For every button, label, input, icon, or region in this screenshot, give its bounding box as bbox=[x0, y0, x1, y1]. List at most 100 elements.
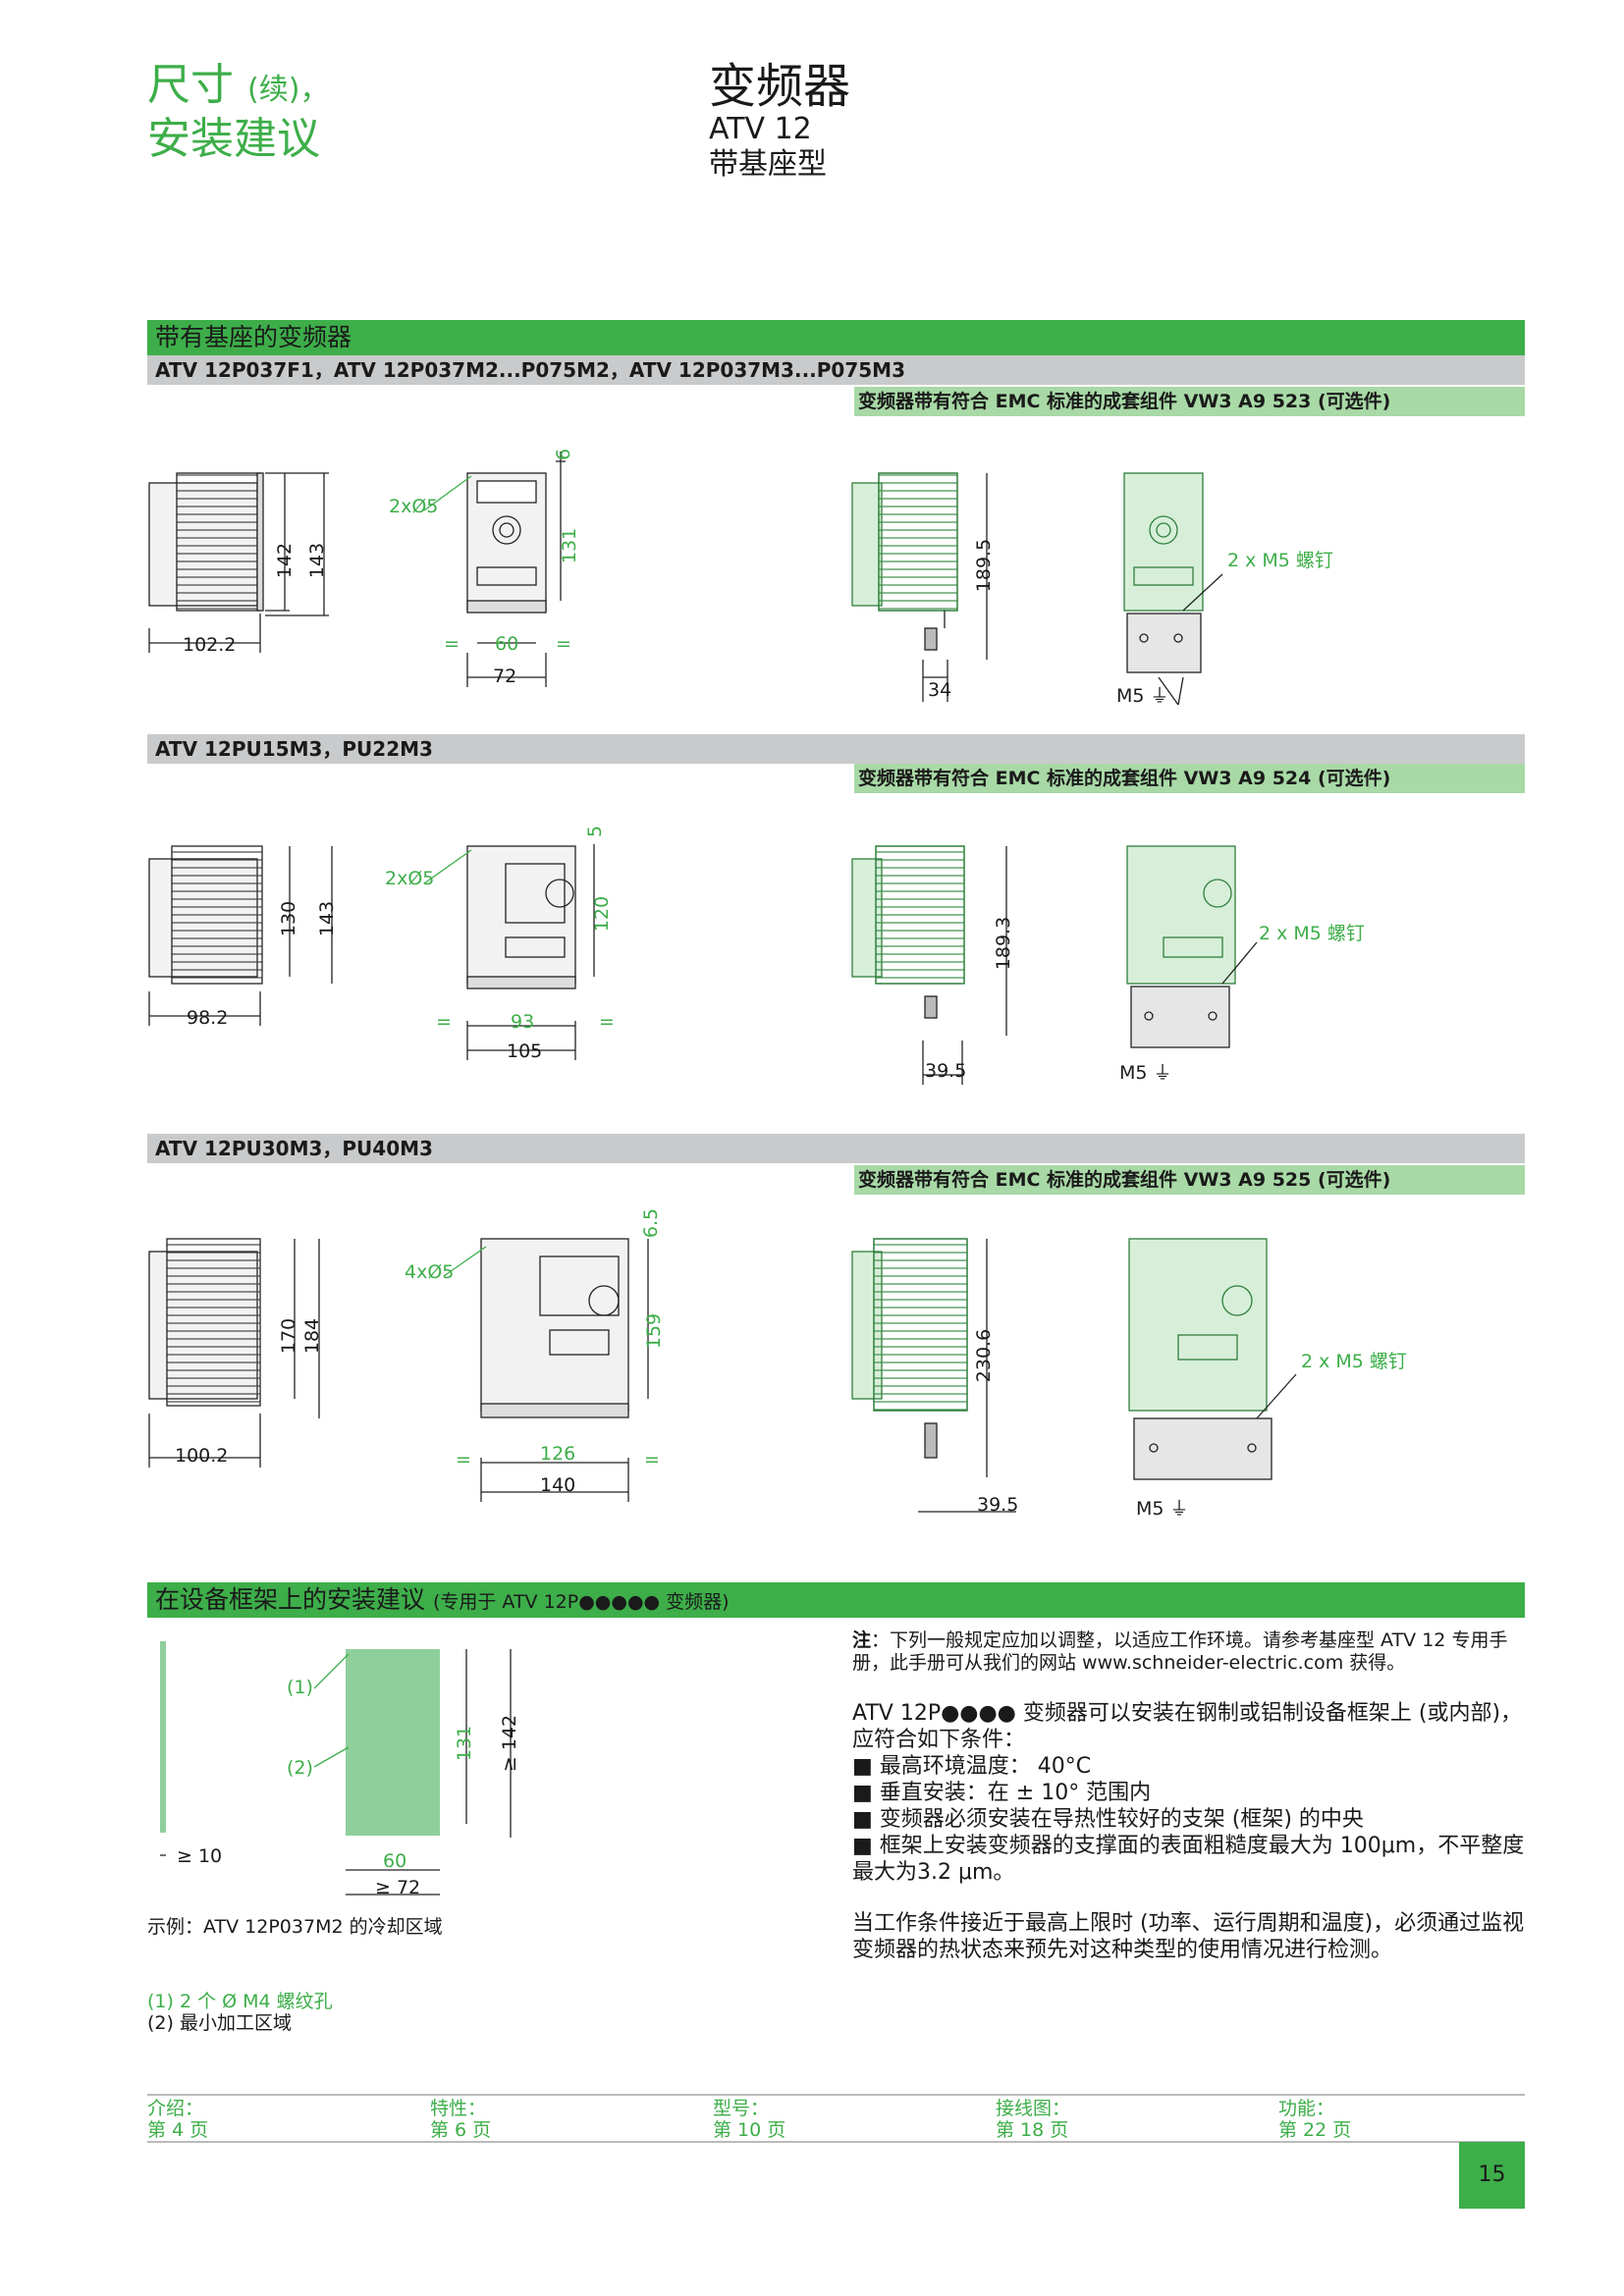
row3-height1: 170 bbox=[278, 1317, 300, 1355]
row1-emc-height: 189.5 bbox=[973, 538, 996, 593]
closing-paragraph: 当工作条件接近于最高上限时 (功率、运行周期和温度)，必须通过监视变频器的热状态… bbox=[852, 1911, 1525, 1962]
row3-width2: 140 bbox=[540, 1474, 576, 1496]
row2-emc-front bbox=[1126, 845, 1258, 1048]
row2-emc-width: 39.5 bbox=[925, 1060, 967, 1082]
row3-width1: 126 bbox=[540, 1443, 576, 1465]
gap-dimension: ≥ 10 bbox=[177, 1845, 223, 1867]
fig-width1: 60 bbox=[383, 1850, 407, 1872]
row3-side-view bbox=[148, 1238, 320, 1468]
row1-eq-left: = bbox=[444, 633, 460, 655]
heading-dims: 尺寸 bbox=[147, 60, 234, 110]
row1-width2: 72 bbox=[493, 666, 517, 687]
condition-item: ■ 垂直安装：在 ± 10° 范围内 bbox=[852, 1781, 1152, 1805]
row2-front-view bbox=[423, 844, 595, 1060]
callout-2: (2) bbox=[287, 1757, 313, 1779]
fig-width2: ≥ 72 bbox=[375, 1877, 421, 1898]
row2-height3: 120 bbox=[591, 895, 614, 933]
row3-emc-width: 39.5 bbox=[977, 1494, 1019, 1516]
row3-screw-label: 2 x M5 螺钉 bbox=[1301, 1351, 1407, 1372]
row3-holes: 4xØ5 bbox=[405, 1261, 455, 1283]
footer-label: 功能： bbox=[1278, 2098, 1335, 2119]
row3-models-bar: ATV 12PU30M3，PU40M3 bbox=[147, 1134, 1525, 1163]
figure-caption: 示例：ATV 12P037M2 的冷却区域 bbox=[147, 1916, 443, 1938]
row2-m5-label: M5 ⏚ bbox=[1119, 1062, 1172, 1084]
note-paragraph: 注：下列一般规定应加以调整，以适应工作环境。请参考基座型 ATV 12 专用手册… bbox=[852, 1629, 1520, 1675]
footer-label: 介绍： bbox=[147, 2098, 204, 2119]
row1-width1: 60 bbox=[495, 633, 519, 655]
footer-link-features[interactable]: 特性： 第 6 页 bbox=[430, 2098, 491, 2141]
cooling-zone-figure bbox=[160, 1641, 512, 1896]
note-text: ：下列一般规定应加以调整，以适应工作环境。请参考基座型 ATV 12 专用手册，… bbox=[852, 1629, 1508, 1674]
condition-item: ■ 框架上安装变频器的支撑面的表面粗糙度最大为 100μm，不平整度最大为3.2… bbox=[852, 1834, 1525, 1885]
footer-link-wiring[interactable]: 接线图： 第 18 页 bbox=[996, 2098, 1070, 2141]
row2-eq-right: = bbox=[599, 1011, 615, 1033]
row1-kit-bar: 变频器带有符合 EMC 标准的成套组件 VW3 A9 523 (可选件) bbox=[854, 387, 1525, 416]
section2-title: 在设备框架上的安装建议 bbox=[155, 1585, 426, 1614]
footer-page: 第 4 页 bbox=[147, 2119, 209, 2141]
row3-side-width: 100.2 bbox=[175, 1445, 229, 1467]
row1-m5-label: M5 ⏚ bbox=[1116, 685, 1169, 707]
footer-page: 第 22 页 bbox=[1278, 2119, 1352, 2141]
row2-height1: 130 bbox=[278, 900, 300, 937]
footer-link-functions[interactable]: 功能： 第 22 页 bbox=[1278, 2098, 1351, 2141]
product-heading: 变频器 ATV 12 带基座型 bbox=[709, 61, 850, 183]
row2-top-gap: 5 bbox=[584, 825, 607, 838]
row1-height1: 142 bbox=[274, 542, 297, 579]
row2-screw-label: 2 x M5 螺钉 bbox=[1259, 923, 1365, 944]
footer-page: 第 6 页 bbox=[430, 2119, 492, 2141]
condition-list: ■ 最高环境温度： 40°C ■ 垂直安装：在 ± 10° 范围内 ■ 变频器必… bbox=[852, 1753, 1525, 1886]
footer-label: 接线图： bbox=[996, 2098, 1071, 2119]
row3-eq-left: = bbox=[456, 1449, 471, 1470]
row1-front-view bbox=[423, 452, 566, 687]
row2-width2: 105 bbox=[507, 1041, 543, 1062]
footnote-2: (2) 最小加工区域 bbox=[147, 2012, 292, 2034]
row1-screw-label: 2 x M5 螺钉 bbox=[1227, 550, 1333, 571]
product-model: ATV 12 bbox=[709, 112, 812, 146]
page-number: 15 bbox=[1478, 2163, 1506, 2187]
page-number-box: 15 bbox=[1459, 2142, 1525, 2209]
section-heading-left: 尺寸 (续)， 安装建议 bbox=[147, 61, 329, 164]
condition-item: ■ 变频器必须安装在导热性较好的支架 (框架) 的中央 bbox=[852, 1807, 1364, 1832]
row3-emc-height: 230.6 bbox=[973, 1328, 996, 1383]
fig-height2: ≥ 142 bbox=[499, 1714, 521, 1773]
row2-models-bar: ATV 12PU15M3，PU22M3 bbox=[147, 734, 1525, 764]
row2-emc-height: 189.3 bbox=[993, 916, 1015, 971]
heading-cont: (续)， bbox=[247, 73, 330, 107]
section2-title-small: (专用于 ATV 12P●●●●● 变频器) bbox=[432, 1591, 730, 1613]
row2-holes: 2xØ5 bbox=[385, 868, 435, 889]
section1-title-bar: 带有基座的变频器 bbox=[147, 320, 1525, 355]
row1-eq-right: = bbox=[556, 633, 571, 655]
footer-page: 第 10 页 bbox=[713, 2119, 786, 2141]
row1-emc-width: 34 bbox=[928, 679, 952, 701]
row1-top-gap: 6 bbox=[553, 448, 575, 461]
footer-label: 型号： bbox=[713, 2098, 770, 2119]
row1-height3: 131 bbox=[559, 527, 581, 564]
intro-paragraph: ATV 12P●●●● 变频器可以安装在钢制或铝制设备框架上 (或内部)，应符合… bbox=[852, 1701, 1523, 1752]
row1-models-bar: ATV 12P037F1，ATV 12P037M2...P075M2，ATV 1… bbox=[147, 355, 1525, 385]
row2-height2: 143 bbox=[316, 900, 339, 937]
row3-top-gap: 6.5 bbox=[640, 1207, 663, 1239]
callout-1: (1) bbox=[287, 1677, 313, 1698]
note-label: 注 bbox=[852, 1629, 872, 1651]
footer-link-models[interactable]: 型号： 第 10 页 bbox=[713, 2098, 785, 2141]
row3-eq-right: = bbox=[644, 1449, 660, 1470]
footer-label: 特性： bbox=[430, 2098, 487, 2119]
row2-emc-side bbox=[851, 845, 1007, 1085]
footer-page: 第 18 页 bbox=[996, 2119, 1069, 2141]
row3-kit-bar: 变频器带有符合 EMC 标准的成套组件 VW3 A9 525 (可选件) bbox=[854, 1165, 1525, 1195]
section2-title-bar: 在设备框架上的安装建议 (专用于 ATV 12P●●●●● 变频器) bbox=[147, 1582, 1525, 1618]
row3-height3: 159 bbox=[643, 1312, 666, 1350]
row2-width1: 93 bbox=[511, 1011, 535, 1033]
row1-emc-side bbox=[851, 472, 988, 702]
heading-install: 安装建议 bbox=[147, 114, 320, 164]
row2-kit-bar: 变频器带有符合 EMC 标准的成套组件 VW3 A9 524 (可选件) bbox=[854, 764, 1525, 793]
row2-side-width: 98.2 bbox=[187, 1007, 229, 1029]
footnote-1: (1) 2 个 Ø M4 螺纹孔 bbox=[147, 1991, 333, 2012]
footer-link-intro[interactable]: 介绍： 第 4 页 bbox=[147, 2098, 208, 2141]
fig-height1: 131 bbox=[454, 1725, 476, 1762]
row3-emc-side bbox=[851, 1238, 1016, 1513]
row3-m5-label: M5 ⏚ bbox=[1136, 1498, 1189, 1520]
row1-height2: 143 bbox=[306, 542, 329, 579]
row1-side-width: 102.2 bbox=[183, 634, 237, 656]
